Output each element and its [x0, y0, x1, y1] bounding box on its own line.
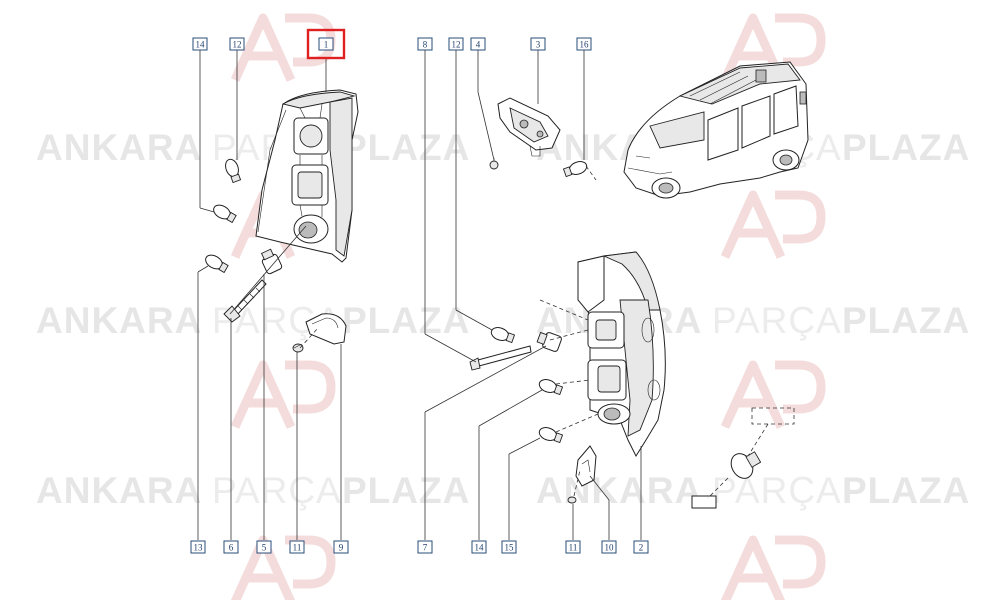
- callout-14-top-left[interactable]: 14: [192, 37, 208, 51]
- callout-label: 16: [580, 40, 590, 50]
- callout-10-bottom[interactable]: 10: [601, 540, 617, 554]
- right-clip: [567, 496, 577, 504]
- watermark-row: ANKARA PARÇA PLAZA ANKARA PARÇA PLAZA: [36, 470, 970, 511]
- watermark-word: PARÇA: [212, 470, 342, 511]
- watermark-word: PLAZA: [342, 470, 470, 511]
- right-long-screw: [469, 345, 532, 371]
- callout-11-bottom-right[interactable]: 11: [565, 540, 581, 554]
- watermark-logo-icon: [720, 190, 826, 259]
- callout-label: 11: [293, 543, 302, 553]
- watermark-logo-icon: [230, 535, 336, 600]
- callout-label: 3: [536, 40, 541, 50]
- callout-13-bottom[interactable]: 13: [190, 540, 206, 554]
- callout-3-top[interactable]: 3: [530, 37, 546, 51]
- callout-9-bottom[interactable]: 9: [333, 540, 349, 554]
- callout-12-top-right[interactable]: 12: [448, 37, 464, 51]
- right-gasket: [575, 445, 597, 487]
- callout-12-top-left[interactable]: 12: [229, 37, 245, 51]
- callout-11-bottom-left[interactable]: 11: [289, 540, 305, 554]
- callout-label: 15: [505, 543, 515, 553]
- watermark-word: PLAZA: [842, 300, 970, 341]
- watermark-word: PLAZA: [342, 300, 470, 341]
- watermark-logo-icon: [720, 360, 826, 429]
- right-tail-lamp-housing: [577, 251, 666, 458]
- callout-6-bottom[interactable]: 6: [223, 540, 239, 554]
- watermark-word: ANKARA: [36, 300, 202, 341]
- callout-label: 10: [605, 543, 615, 553]
- left-screw: [223, 279, 267, 323]
- right-bulb-upper: [490, 327, 516, 344]
- right-mounting-bracket: [497, 97, 561, 157]
- watermark-word: ANKARA: [36, 470, 202, 511]
- watermark-logo-icon: [720, 535, 826, 600]
- detail-bulb-inset: [691, 407, 795, 509]
- callout-label: 9: [339, 543, 344, 553]
- right-bulb-middle: [538, 379, 564, 396]
- callout-label: 2: [639, 543, 644, 553]
- callout-1-highlighted[interactable]: 1: [306, 28, 346, 60]
- watermark-logo-group: [230, 13, 826, 600]
- callout-4-top[interactable]: 4: [470, 37, 486, 51]
- callout-2-bottom[interactable]: 2: [633, 540, 649, 554]
- callout-label: 6: [229, 543, 234, 553]
- watermark-row: ANKARA PARÇA PLAZA ANKARA PARÇA PLAZA: [36, 127, 970, 168]
- right-bulb-top: [562, 161, 588, 178]
- callout-8-top[interactable]: 8: [417, 37, 433, 51]
- watermark-word: PARÇA: [712, 470, 842, 511]
- watermark-word: ANKARA: [536, 470, 702, 511]
- vehicle-illustration-icon: [623, 61, 809, 199]
- callout-label: 12: [233, 40, 242, 50]
- left-bulb-middle: [213, 204, 237, 224]
- left-bulb-lower: [205, 254, 229, 274]
- left-tail-lamp-housing: [255, 89, 359, 263]
- callout-label: 14: [475, 543, 485, 553]
- watermark-word: ANKARA: [36, 127, 202, 168]
- left-bulb-holder: [260, 248, 283, 275]
- callout-14-bottom[interactable]: 14: [471, 540, 487, 554]
- callout-label: 12: [452, 40, 461, 50]
- callout-label: 7: [423, 543, 428, 553]
- watermark-logo-icon: [230, 360, 336, 429]
- watermark-logo-icon: [230, 13, 336, 82]
- callout-label: 13: [194, 543, 204, 553]
- watermark-logo-icon: [720, 13, 826, 82]
- callout-label: 14: [196, 40, 206, 50]
- left-gasket: [305, 313, 347, 345]
- watermark-text-group: ANKARA PARÇA PLAZA ANKARA PARÇA PLAZA AN…: [36, 127, 970, 511]
- callout-label: 11: [569, 543, 578, 553]
- watermark-word: PARÇA: [712, 300, 842, 341]
- callout-label: 8: [423, 40, 428, 50]
- callout-label: 4: [476, 40, 481, 50]
- left-clip: [292, 343, 304, 353]
- callout-15-bottom[interactable]: 15: [501, 540, 517, 554]
- callout-16-top[interactable]: 16: [576, 37, 592, 51]
- left-bulb-upper: [225, 158, 242, 184]
- callout-7-bottom[interactable]: 7: [417, 540, 433, 554]
- watermark-word: PLAZA: [342, 127, 470, 168]
- watermark-word: PLAZA: [842, 470, 970, 511]
- callout-label: 5: [262, 543, 267, 553]
- right-bulb-holder: [536, 331, 562, 352]
- right-bulb-lower: [538, 427, 564, 444]
- watermark-word: PLAZA: [842, 127, 970, 168]
- left-leader-lines: [197, 50, 342, 540]
- right-leader-lines: [424, 50, 642, 540]
- right-small-screw: [489, 158, 499, 170]
- selected-part-highlight: [306, 28, 346, 60]
- callout-5-bottom[interactable]: 5: [256, 540, 272, 554]
- callout-label: 1: [324, 40, 329, 50]
